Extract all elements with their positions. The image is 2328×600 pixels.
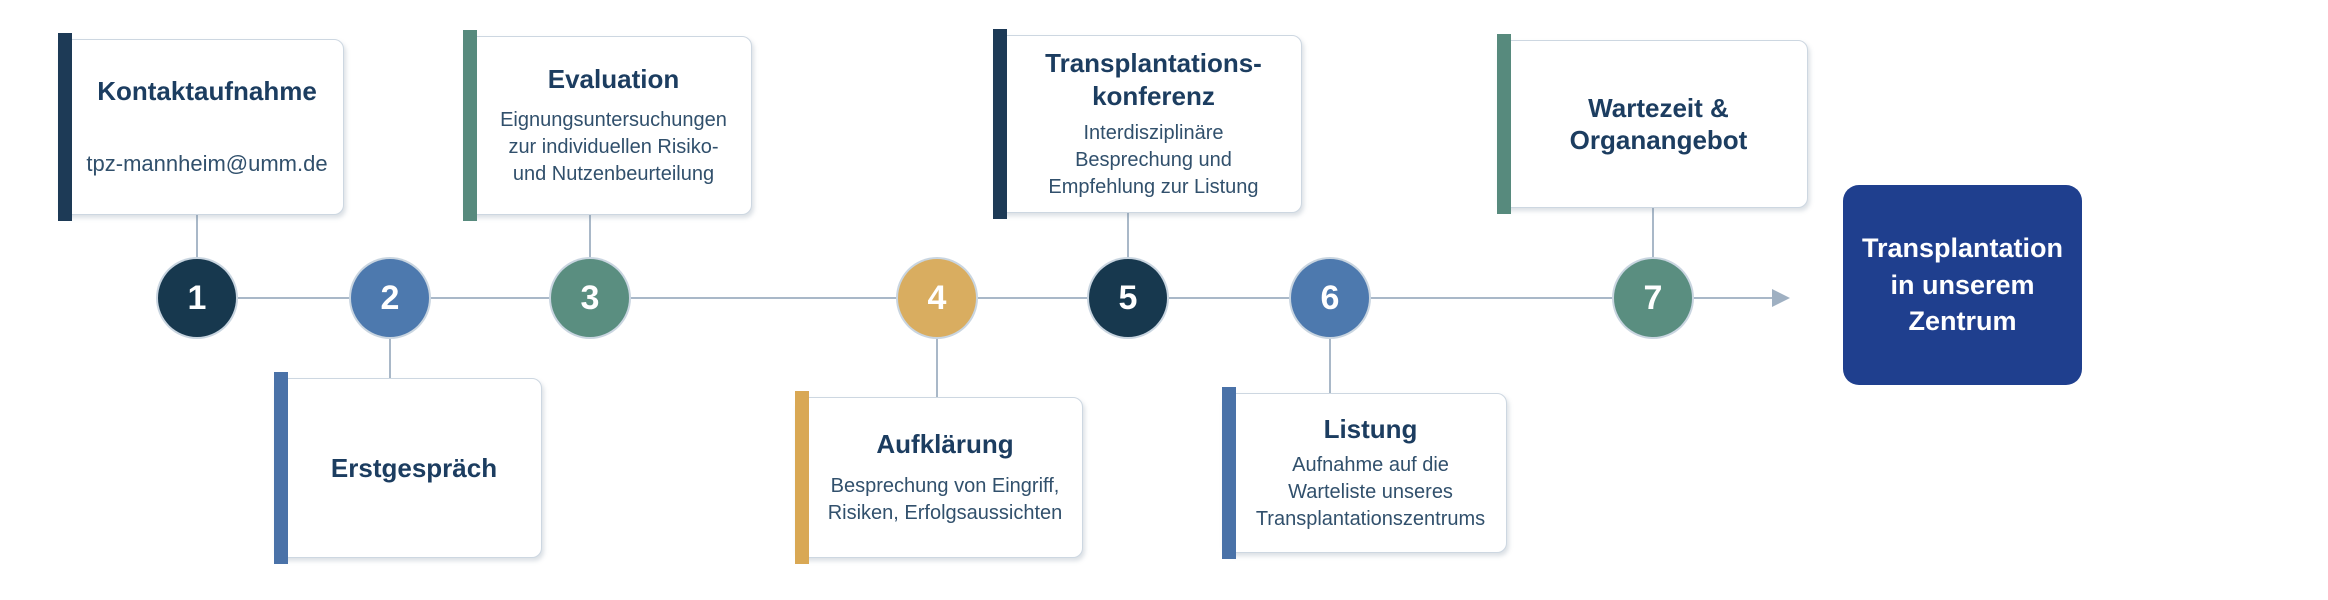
step-6-title: Listung	[1323, 414, 1418, 445]
connector-step-4	[936, 298, 938, 398]
step-4-number: 4	[927, 278, 947, 317]
step-6-number: 6	[1320, 278, 1340, 317]
step-6-circle: 6	[1291, 259, 1369, 337]
step-2-number: 2	[380, 278, 400, 317]
step-5-card-transplantationskonferenz: Transplantations- konferenz Interdiszipl…	[993, 29, 1302, 219]
step-5-description: Interdisziplinäre Besprechung und Empfeh…	[1048, 122, 1259, 198]
step-5-number: 5	[1118, 278, 1138, 317]
step-2-card-erstgespraech: Erstgespräch	[274, 372, 542, 564]
step-7-number: 7	[1643, 278, 1663, 317]
step-7-circle: 7	[1614, 259, 1692, 337]
step-7-card-wartezeit-organangebot: Wartezeit & Organangebot	[1497, 34, 1808, 214]
end-node-transplantation: Transplantation in unserem Zentrum	[1843, 185, 2082, 385]
step-2-circle: 2	[351, 259, 429, 337]
timeline-line	[197, 297, 1775, 299]
step-4-title: Aufklärung	[876, 429, 1014, 460]
step-3-number: 3	[580, 278, 600, 317]
step-4-description: Besprechung von Eingriff, Risiken, Erfol…	[827, 474, 1063, 524]
step-3-card-evaluation: Evaluation Eignungsuntersuchungen zur in…	[463, 30, 752, 221]
connector-step-3	[589, 212, 591, 298]
timeline-arrow-icon	[1772, 289, 1790, 307]
step-1-circle: 1	[158, 259, 236, 337]
step-1-title: Kontaktaufnahme	[97, 75, 317, 106]
connector-step-2	[389, 298, 391, 380]
end-node-label: Transplantation in unserem Zentrum	[1861, 233, 2064, 337]
step-5-circle: 5	[1089, 259, 1167, 337]
step-1-email: tpz-mannheim@umm.de	[86, 151, 328, 177]
step-3-circle: 3	[551, 259, 629, 337]
step-7-accent-bar	[1497, 34, 1511, 214]
step-1-card-kontaktaufnahme: Kontaktaufnahme tpz-mannheim@umm.de	[58, 33, 344, 221]
step-6-description: Aufnahme auf die Warteliste unseres Tran…	[1255, 453, 1486, 530]
step-7-title: Wartezeit & Organangebot	[1569, 92, 1748, 156]
step-1-accent-bar	[58, 33, 72, 221]
step-6-accent-bar	[1222, 387, 1236, 559]
step-4-circle: 4	[898, 259, 976, 337]
connector-step-1	[196, 212, 198, 298]
step-6-card-listung: Listung Aufnahme auf die Warteliste unse…	[1222, 387, 1507, 559]
step-5-title: Transplantations- konferenz	[1045, 48, 1262, 111]
connector-step-6	[1329, 298, 1331, 394]
step-4-accent-bar	[795, 391, 809, 564]
step-2-accent-bar	[274, 372, 288, 564]
step-1-number: 1	[187, 278, 207, 317]
step-5-accent-bar	[993, 29, 1007, 219]
step-3-description: Eignungsuntersuchungen zur individuellen…	[500, 109, 727, 186]
step-3-accent-bar	[463, 30, 477, 221]
connector-step-5	[1127, 210, 1129, 298]
connector-step-7	[1652, 206, 1654, 298]
step-3-title: Evaluation	[547, 63, 680, 94]
step-4-card-aufklaerung: Aufklärung Besprechung von Eingriff, Ris…	[795, 391, 1083, 564]
step-2-title: Erstgespräch	[330, 452, 498, 483]
